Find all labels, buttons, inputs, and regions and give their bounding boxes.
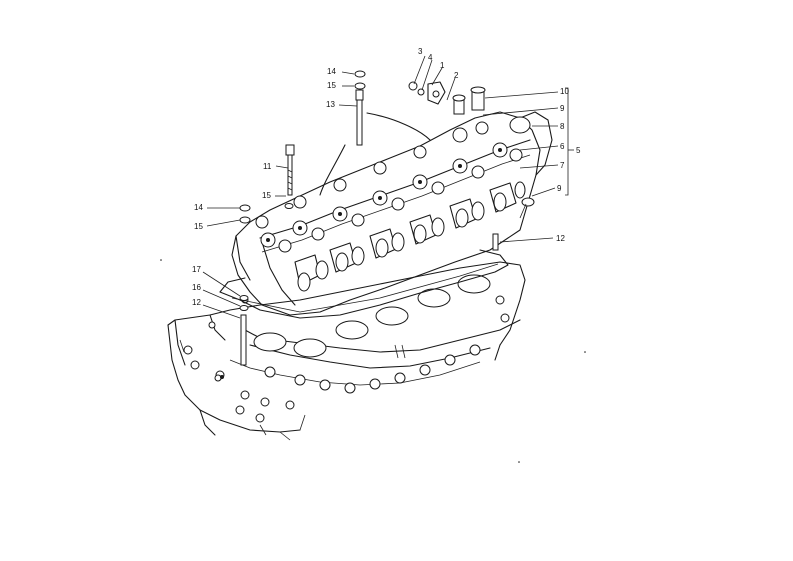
callout-4: 4 (428, 53, 433, 62)
pipe-lines (319, 112, 431, 196)
callout-12-right: 12 (556, 234, 565, 243)
callout-15-top: 15 (327, 81, 336, 90)
callout-13: 13 (326, 100, 335, 109)
leader-lines (202, 55, 574, 319)
callout-labels: 3 4 1 2 14 15 13 11 15 14 15 17 16 12 12… (192, 47, 581, 307)
callout-9-lower: 9 (557, 184, 562, 193)
callout-11: 11 (263, 162, 272, 171)
callout-17: 17 (192, 265, 201, 274)
callout-12-left: 12 (192, 298, 201, 307)
callout-15-left: 15 (194, 222, 203, 231)
callout-3: 3 (418, 47, 423, 56)
top-fittings (408, 81, 531, 134)
stray-marks (160, 259, 586, 463)
callout-15-mid: 15 (262, 191, 271, 200)
callout-14-left: 14 (194, 203, 203, 212)
head-gasket (219, 249, 509, 319)
callout-14-top: 14 (327, 67, 336, 76)
callout-10: 10 (560, 87, 569, 96)
callout-5: 5 (576, 146, 581, 155)
callout-8: 8 (560, 122, 565, 131)
callout-16: 16 (192, 283, 201, 292)
callout-7: 7 (560, 161, 565, 170)
callout-1: 1 (440, 61, 445, 70)
nut-washer-14-15-left (239, 203, 294, 224)
stud-12-left (239, 295, 249, 366)
callout-2: 2 (454, 71, 459, 80)
cylinder-head (231, 111, 553, 316)
stud-12-right (492, 233, 499, 251)
stud-13 (354, 70, 366, 146)
head-bolt-11 (285, 144, 295, 196)
callout-9-upper: 9 (560, 104, 565, 113)
callout-6: 6 (560, 142, 565, 151)
engine-block (167, 261, 526, 441)
